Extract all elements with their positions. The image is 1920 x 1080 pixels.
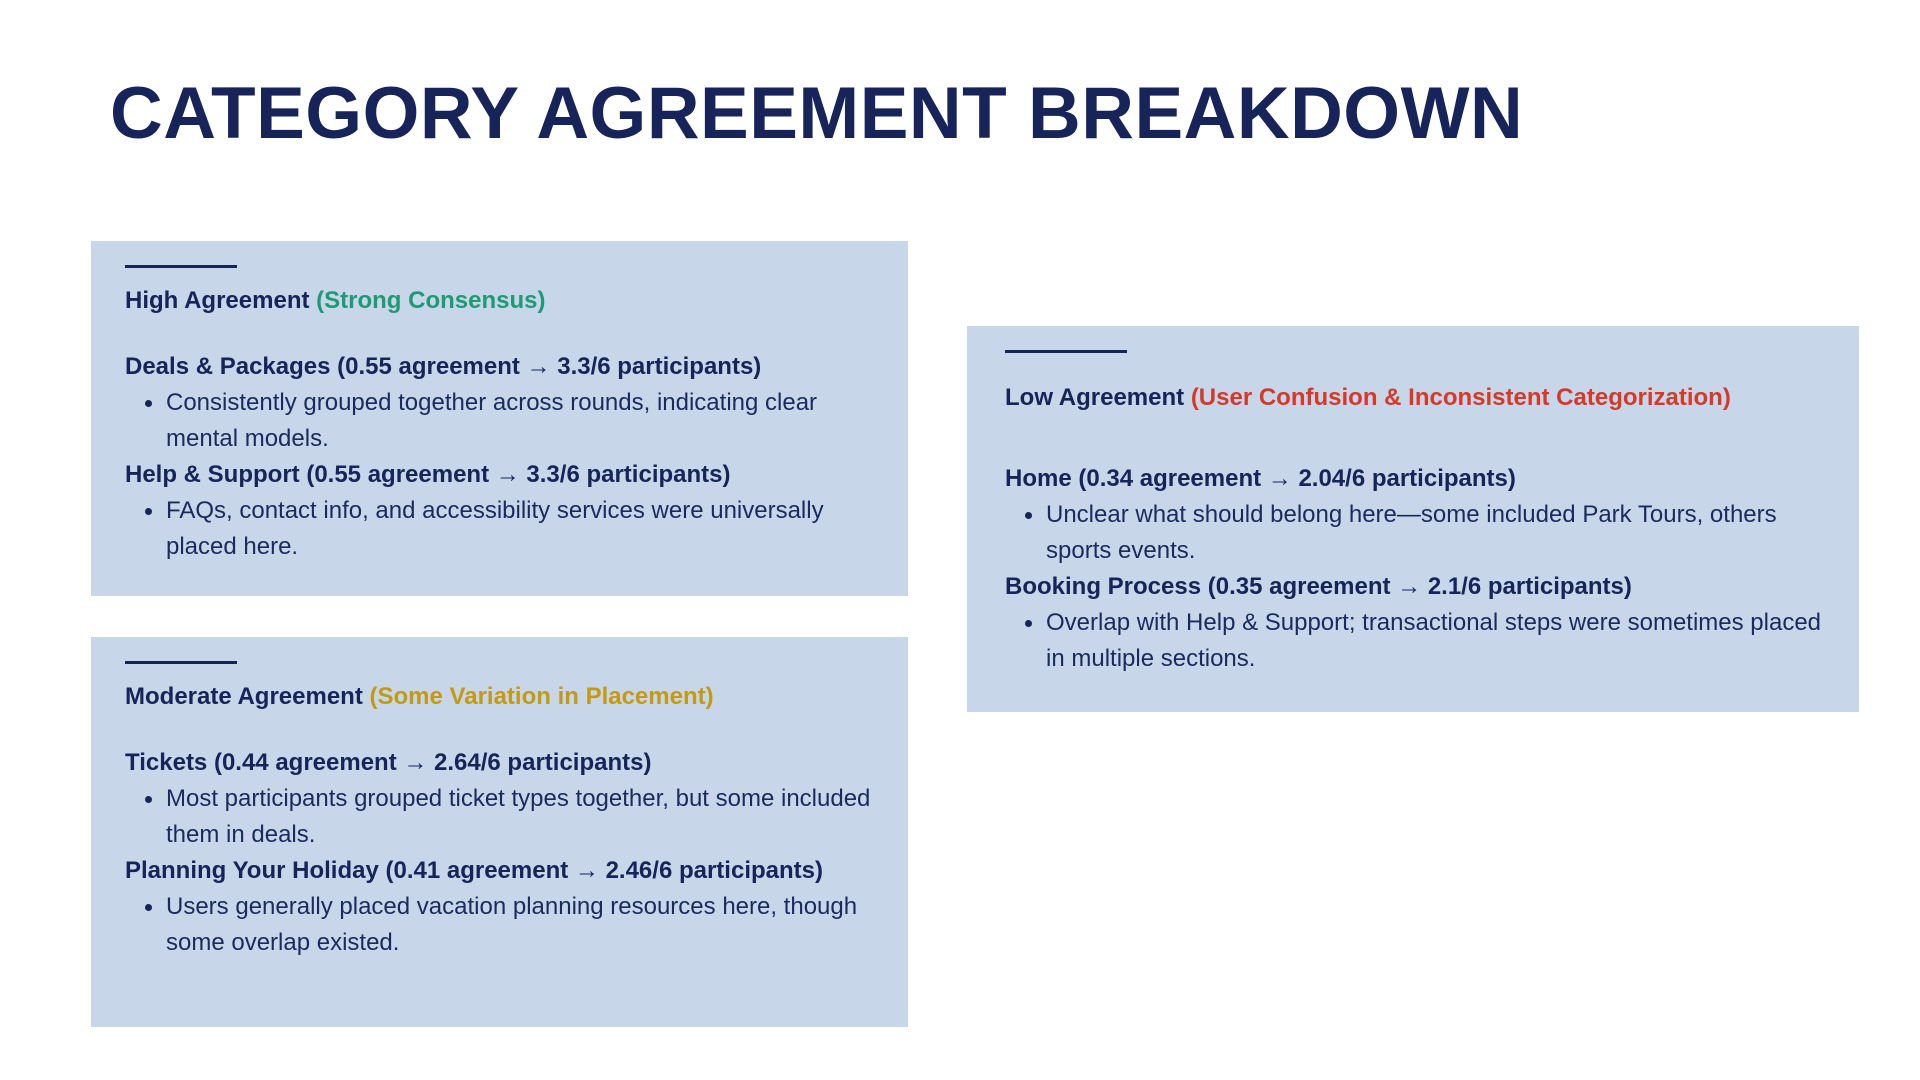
bullet-icon — [145, 796, 152, 803]
item-title: Deals & Packages (0.55 agreement → 3.3/6… — [125, 353, 762, 380]
card-heading: Low Agreement (User Confusion & Inconsis… — [1005, 383, 1822, 413]
high-agreement-card: High Agreement (Strong Consensus) Deals … — [91, 241, 908, 596]
item-list: Home (0.34 agreement → 2.04/6 participan… — [1005, 461, 1822, 677]
accent-rule — [125, 265, 237, 268]
bullet-text: Users generally placed vacation planning… — [166, 893, 858, 956]
card-heading: High Agreement (Strong Consensus) — [125, 286, 874, 316]
bullet-item: Unclear what should belong here—some inc… — [1005, 497, 1822, 569]
item-list: Tickets (0.44 agreement → 2.64/6 partici… — [125, 745, 874, 961]
item-title: Tickets (0.44 agreement → 2.64/6 partici… — [125, 749, 652, 776]
moderate-agreement-card: Moderate Agreement (Some Variation in Pl… — [91, 637, 908, 1027]
item-title: Help & Support (0.55 agreement → 3.3/6 p… — [125, 461, 731, 488]
bullet-icon — [1025, 620, 1032, 627]
heading-qualifier: (User Confusion & Inconsistent Categoriz… — [1190, 384, 1731, 411]
bullet-text: FAQs, contact info, and accessibility se… — [166, 497, 824, 560]
page-title: CATEGORY AGREEMENT BREAKDOWN — [110, 73, 1524, 154]
heading-qualifier: (Strong Consensus) — [316, 287, 546, 314]
bullet-text: Consistently grouped together across rou… — [166, 389, 818, 452]
bullet-text: Unclear what should belong here—some inc… — [1046, 501, 1777, 564]
bullet-text: Overlap with Help & Support; transaction… — [1046, 609, 1822, 672]
item-list: Deals & Packages (0.55 agreement → 3.3/6… — [125, 349, 874, 565]
bullet-text: Most participants grouped ticket types t… — [166, 785, 871, 848]
accent-rule — [1005, 350, 1127, 353]
bullet-icon — [1025, 512, 1032, 519]
heading-qualifier: (Some Variation in Placement) — [369, 683, 714, 710]
bullet-item: FAQs, contact info, and accessibility se… — [125, 493, 874, 565]
bullet-icon — [145, 400, 152, 407]
heading-label: High Agreement — [125, 287, 310, 314]
accent-rule — [125, 661, 237, 664]
bullet-icon — [145, 508, 152, 515]
heading-label: Low Agreement — [1005, 384, 1185, 411]
item-title: Booking Process (0.35 agreement → 2.1/6 … — [1005, 573, 1632, 600]
item-title: Home (0.34 agreement → 2.04/6 participan… — [1005, 465, 1516, 492]
card-heading: Moderate Agreement (Some Variation in Pl… — [125, 682, 874, 712]
bullet-icon — [145, 904, 152, 911]
bullet-item: Users generally placed vacation planning… — [125, 889, 874, 961]
heading-label: Moderate Agreement — [125, 683, 363, 710]
bullet-item: Most participants grouped ticket types t… — [125, 781, 874, 853]
low-agreement-card: Low Agreement (User Confusion & Inconsis… — [967, 326, 1859, 712]
item-title: Planning Your Holiday (0.41 agreement → … — [125, 857, 823, 884]
bullet-item: Consistently grouped together across rou… — [125, 385, 874, 457]
bullet-item: Overlap with Help & Support; transaction… — [1005, 605, 1822, 677]
